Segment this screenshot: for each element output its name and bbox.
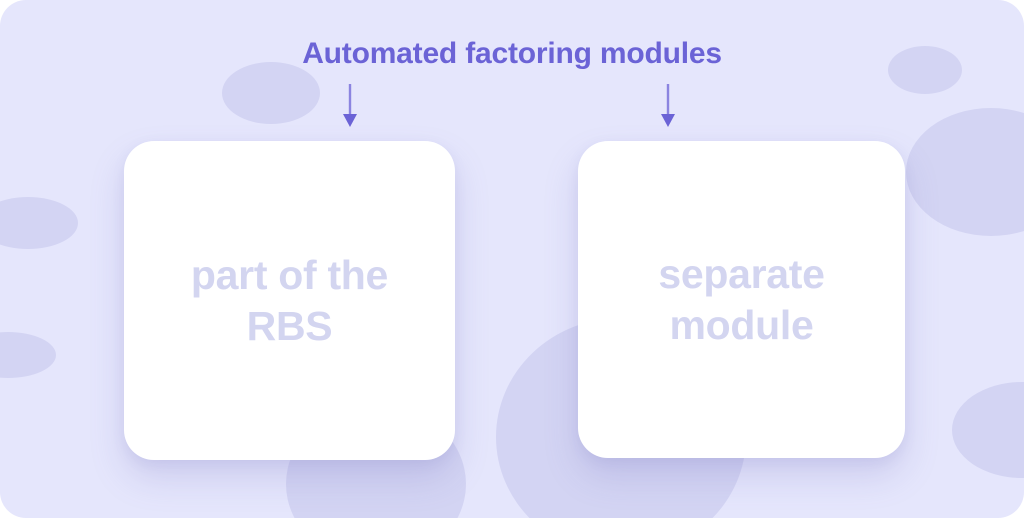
decorative-blob-left-upper bbox=[0, 197, 78, 249]
decorative-blob-top-right-large bbox=[906, 108, 1024, 236]
arrow-down-icon-right bbox=[661, 84, 675, 127]
decorative-blob-left-lower bbox=[0, 332, 56, 378]
option-card-label: separate module bbox=[591, 249, 892, 351]
decorative-blob-top-right-small bbox=[888, 46, 962, 94]
arrow-down-icon-left bbox=[343, 84, 357, 127]
decorative-blob-behind-left-card bbox=[222, 62, 320, 124]
option-card-label-line1: separate bbox=[658, 250, 825, 297]
page-title: Automated factoring modules bbox=[302, 37, 722, 70]
option-card-label-line1: part of the bbox=[190, 251, 389, 298]
option-card-part-of-rbs[interactable]: part of the RBS bbox=[124, 141, 455, 460]
option-card-separate-module[interactable]: separate module bbox=[578, 141, 905, 458]
option-card-label-line2: RBS bbox=[246, 302, 333, 349]
option-card-label: part of the RBS bbox=[137, 250, 442, 352]
option-card-label-line2: module bbox=[669, 301, 814, 348]
decorative-blob-right-lower bbox=[952, 382, 1024, 478]
